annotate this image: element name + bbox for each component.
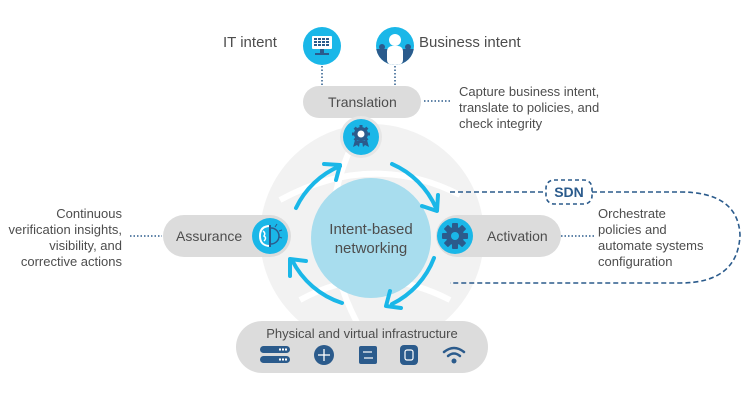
arrow-translation-to-activation <box>390 162 438 210</box>
router-icon <box>314 345 334 370</box>
assurance-desc-line: corrective actions <box>20 254 122 269</box>
activation-desc-line: automate systems <box>598 238 704 253</box>
translation-label: Translation <box>328 94 397 110</box>
wifi-icon <box>442 345 466 370</box>
brain-lightbulb-icon <box>252 218 288 254</box>
chip-icon <box>400 345 418 370</box>
center-circle <box>311 178 431 298</box>
assurance-label: Assurance <box>176 228 243 244</box>
arrowhead <box>420 193 440 213</box>
sdn-loop <box>450 191 741 284</box>
translation-desc-line: check integrity <box>459 116 543 131</box>
sdn-label: SDN <box>554 184 584 200</box>
monitor-icon <box>303 27 341 65</box>
center-label-line: networking <box>334 240 408 257</box>
translation-desc-line: translate to policies, and <box>459 100 600 115</box>
activation-desc-line: policies and <box>598 222 667 237</box>
assurance-desc-line: verification insights, <box>8 222 122 237</box>
assurance-desc-line: visibility, and <box>49 238 122 253</box>
arrowhead <box>288 257 308 278</box>
business-intent-label: Business intent <box>419 34 521 51</box>
activation-desc-line: Orchestrate <box>598 206 666 221</box>
person-icon <box>376 27 414 65</box>
activation-description: Orchestrate policies and automate system… <box>598 206 704 270</box>
arrow-infra-to-assurance <box>290 258 344 305</box>
assurance-desc-line: Continuous <box>56 206 122 221</box>
translation-pill <box>303 86 421 118</box>
arrow-assurance-to-translation <box>294 164 342 210</box>
translation-description: Capture business intent, translate to po… <box>459 84 599 132</box>
arrow-activation-to-infra <box>390 256 436 306</box>
activation-desc-line: configuration <box>598 254 673 269</box>
center-label: Intent-based networking <box>311 220 431 258</box>
center-label-line: Intent-based <box>329 221 413 238</box>
gear-ribbon-icon <box>343 119 379 155</box>
server-icon <box>260 346 290 369</box>
it-intent-label: IT intent <box>223 34 277 51</box>
assurance-description: Continuous verification insights, visibi… <box>0 206 122 270</box>
switch-icon <box>359 346 377 369</box>
globe-line <box>278 170 462 203</box>
infrastructure-label: Physical and virtual infrastructure <box>266 326 458 341</box>
translation-desc-line: Capture business intent, <box>459 84 600 99</box>
arrowhead <box>322 162 342 182</box>
gear-icon <box>437 218 473 254</box>
arrowhead <box>384 289 403 310</box>
sdn-badge-border <box>545 179 593 205</box>
activation-label: Activation <box>487 228 548 244</box>
